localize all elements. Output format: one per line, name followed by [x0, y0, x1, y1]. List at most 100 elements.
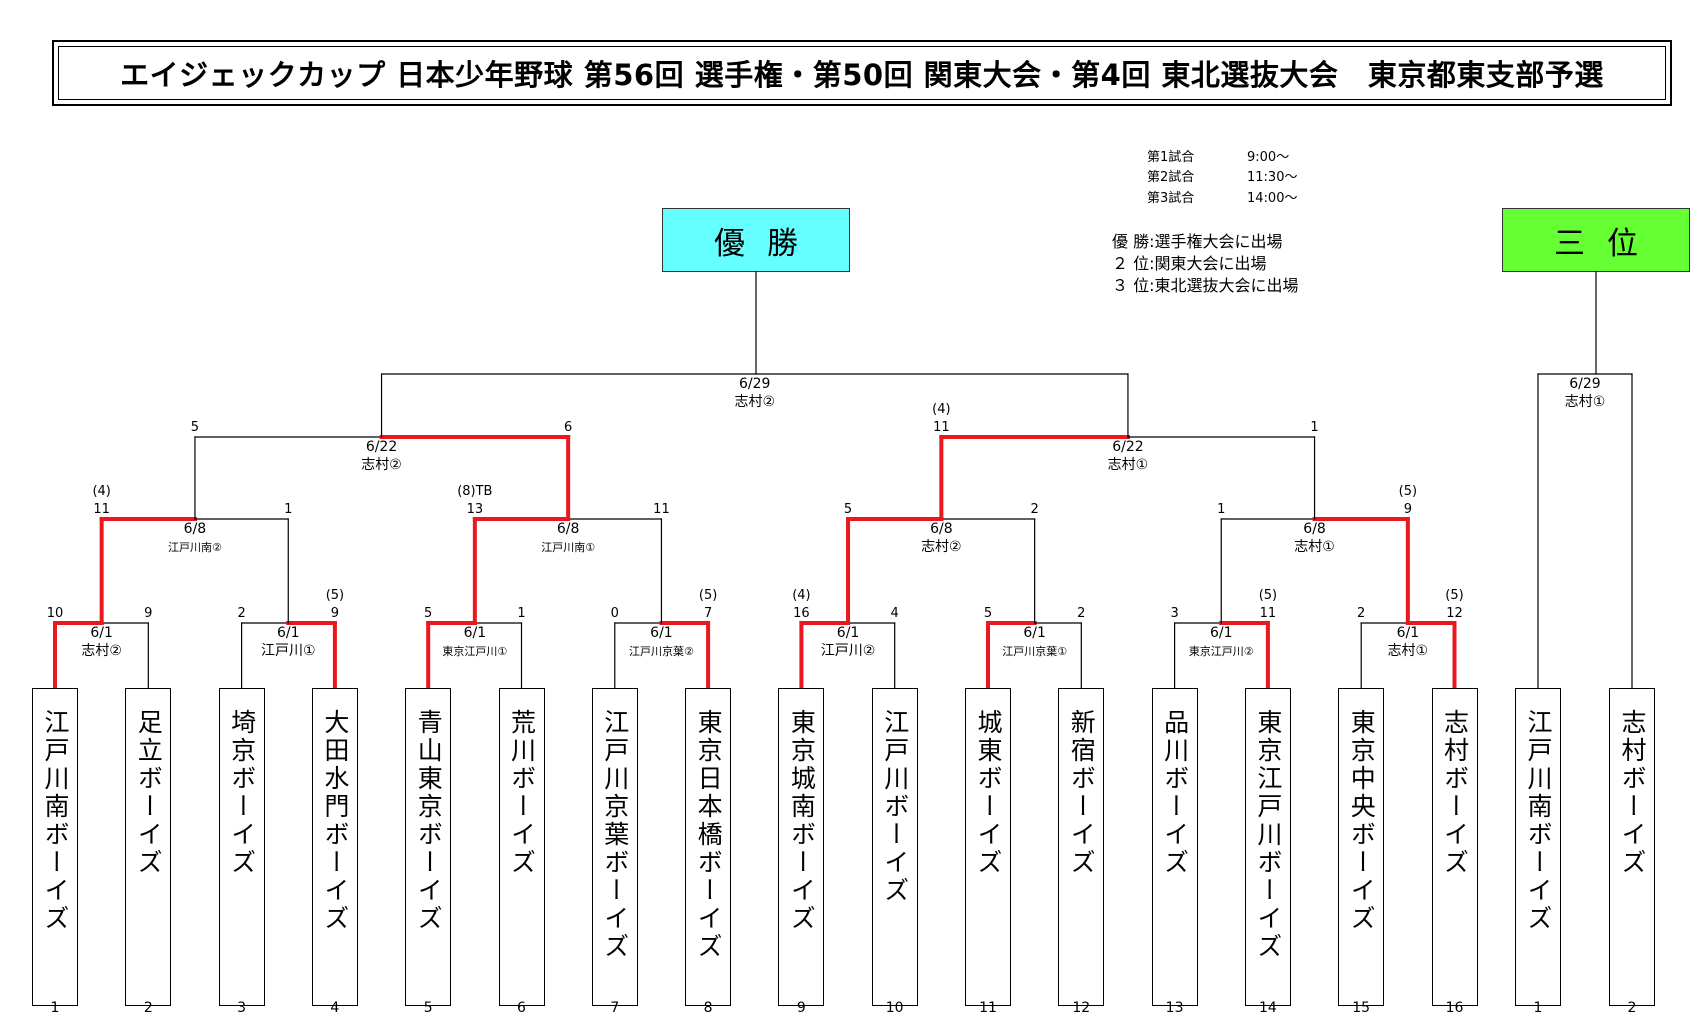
round2-match-1-date: 6/8	[184, 521, 207, 537]
third-place-match-date: 6/29	[1569, 376, 1600, 392]
tournament-title: エイジェックカップ 日本少年野球 第56回 選手権・第50回 関東大会・第4回 …	[120, 58, 1604, 92]
team-name: 品川ボーイズ	[1160, 709, 1190, 877]
round3-match-2-score-left: 11	[933, 420, 950, 435]
title-inner-frame: エイジェックカップ 日本少年野球 第56回 選手権・第50回 関東大会・第4回 …	[58, 46, 1666, 100]
seed-number: 3	[237, 1000, 247, 1016]
round2-match-3-score-left: 5	[844, 502, 852, 517]
legend-runner-up: ２ 位:関東大会に出場	[1112, 254, 1267, 273]
team-name: 江戸川ボーイズ	[880, 709, 910, 905]
champion-label: 優勝	[714, 225, 820, 262]
round1-match-8-score-left: 2	[1357, 606, 1365, 621]
seed-number: 1	[50, 1000, 60, 1016]
round3-match-2-venue: 志村①	[1108, 457, 1149, 473]
seed-number: 15	[1352, 1000, 1371, 1016]
bracket-team-box: 城東ボーイズ	[965, 688, 1011, 1006]
team-name: 志村ボーイズ	[1440, 709, 1470, 877]
round1-match-4-score-right: 7	[704, 606, 712, 621]
seed-number: 12	[1072, 1000, 1091, 1016]
seed-number: 14	[1258, 1000, 1277, 1016]
legend-champion: 優 勝:選手権大会に出場	[1112, 232, 1283, 251]
round2-match-3-score-right: 2	[1031, 502, 1039, 517]
round2-match-4-venue: 志村①	[1294, 539, 1335, 555]
round1-match-1-score-right: 9	[144, 606, 152, 621]
round1-match-4-date: 6/1	[650, 625, 673, 641]
round2-match-1-score-right: 1	[284, 502, 292, 517]
round2-match-2-date: 6/8	[557, 521, 580, 537]
seed-number: 11	[979, 1000, 997, 1016]
team-name: 志村ボーイズ	[1618, 709, 1647, 877]
seed-number: 6	[517, 1000, 526, 1016]
round1-match-7-score-right: 11	[1260, 606, 1277, 621]
round1-match-7-score-left: 3	[1170, 606, 1178, 621]
round1-match-3-date: 6/1	[464, 625, 487, 641]
team-name: 足立ボーイズ	[134, 709, 164, 877]
team-name: 青山東京ボーイズ	[414, 709, 444, 933]
round2-match-2-note-left: (8)TB	[457, 484, 492, 499]
schedule-row-2: 第2試合 11:30～	[1147, 166, 1297, 185]
team-name: 東京城南ボーイズ	[787, 709, 817, 933]
third-place-box: 三位	[1502, 208, 1690, 272]
team-name: 東京江戸川ボーイズ	[1253, 709, 1283, 961]
schedule-time: 11:30～	[1247, 170, 1298, 185]
bracket-team-box: 埼京ボーイズ	[218, 688, 265, 1006]
bracket-team-box: 東京江戸川ボーイズ	[1244, 688, 1291, 1006]
bracket-team-box: 足立ボーイズ	[125, 688, 172, 1006]
seed-number: 13	[1165, 1000, 1184, 1016]
bracket-team-box: 江戸川京葉ボーイズ	[591, 688, 638, 1006]
round1-match-7-note-right: (5)	[1259, 588, 1277, 603]
round1-match-2-score-left: 2	[237, 606, 245, 621]
round1-match-3-score-left: 5	[424, 606, 432, 621]
round1-match-5-score-right: 4	[891, 606, 899, 621]
round1-match-1-venue: 志村②	[81, 643, 122, 659]
team-name: 荒川ボーイズ	[507, 709, 537, 877]
seed-number: 2	[143, 1000, 153, 1016]
round2-match-2-score-left: 13	[467, 502, 484, 517]
round3-match-2-note-left: (4)	[932, 402, 950, 417]
round1-match-2-score-right: 9	[331, 606, 339, 621]
title-frame: エイジェックカップ 日本少年野球 第56回 選手権・第50回 関東大会・第4回 …	[52, 40, 1672, 106]
team-name: 江戸川南ボーイズ	[1524, 709, 1553, 933]
round1-match-8-note-right: (5)	[1445, 588, 1463, 603]
seed-number: 8	[703, 1000, 713, 1016]
bracket-team-box: 東京城南ボーイズ	[778, 688, 825, 1006]
bracket-team-box: 青山東京ボーイズ	[405, 688, 452, 1006]
round2-match-2-venue: 江戸川南①	[541, 541, 595, 554]
round1-match-4-venue: 江戸川京葉②	[629, 644, 694, 658]
round1-match-6-venue: 江戸川京葉①	[1002, 644, 1067, 658]
round3-match-1-score-right: 6	[564, 420, 572, 435]
round1-match-5-score-left: 16	[793, 606, 810, 621]
round1-match-2-venue: 江戸川①	[261, 643, 316, 659]
round1-match-1-date: 6/1	[90, 625, 113, 641]
team-name: 新宿ボーイズ	[1067, 709, 1097, 877]
round1-match-4-score-left: 0	[611, 606, 619, 621]
third-place-label: 三位	[1554, 225, 1660, 262]
bracket-team-box: 江戸川ボーイズ	[871, 688, 918, 1006]
round2-match-2-score-right: 11	[653, 502, 670, 517]
third-place-team-box: 志村ボーイズ	[1609, 688, 1655, 1006]
round3-match-2-date: 6/22	[1112, 439, 1143, 455]
round3-match-1-date: 6/22	[366, 439, 397, 455]
round2-match-3-date: 6/8	[930, 521, 953, 537]
bracket-team-box: 東京中央ボーイズ	[1338, 688, 1385, 1006]
round1-match-8-date: 6/1	[1397, 625, 1420, 641]
seed-number: 1	[1533, 1000, 1543, 1016]
team-name: 大田水門ボーイズ	[320, 709, 350, 933]
team-name: 城東ボーイズ	[974, 709, 1003, 877]
schedule-label: 第2試合	[1147, 170, 1195, 185]
final-match-venue: 志村②	[734, 394, 775, 410]
round1-match-6-score-right: 2	[1077, 606, 1085, 621]
schedule-time: 9:00～	[1247, 150, 1290, 165]
third-place-match-venue: 志村①	[1565, 394, 1606, 410]
bracket-team-box: 新宿ボーイズ	[1058, 688, 1105, 1006]
seed-number: 9	[796, 1000, 806, 1016]
round1-match-6-date: 6/1	[1023, 625, 1046, 641]
seed-number: 2	[1627, 1000, 1637, 1016]
seed-number: 7	[610, 1000, 620, 1016]
seed-number: 4	[330, 1000, 340, 1016]
schedule-label: 第1試合	[1147, 150, 1195, 165]
round1-match-7-venue: 東京江戸川②	[1189, 644, 1254, 658]
bracket-team-box: 東京日本橋ボーイズ	[685, 688, 732, 1006]
team-name: 江戸川京葉ボーイズ	[600, 709, 630, 961]
schedule-time: 14:00～	[1247, 191, 1298, 206]
seed-number: 5	[423, 1000, 433, 1016]
